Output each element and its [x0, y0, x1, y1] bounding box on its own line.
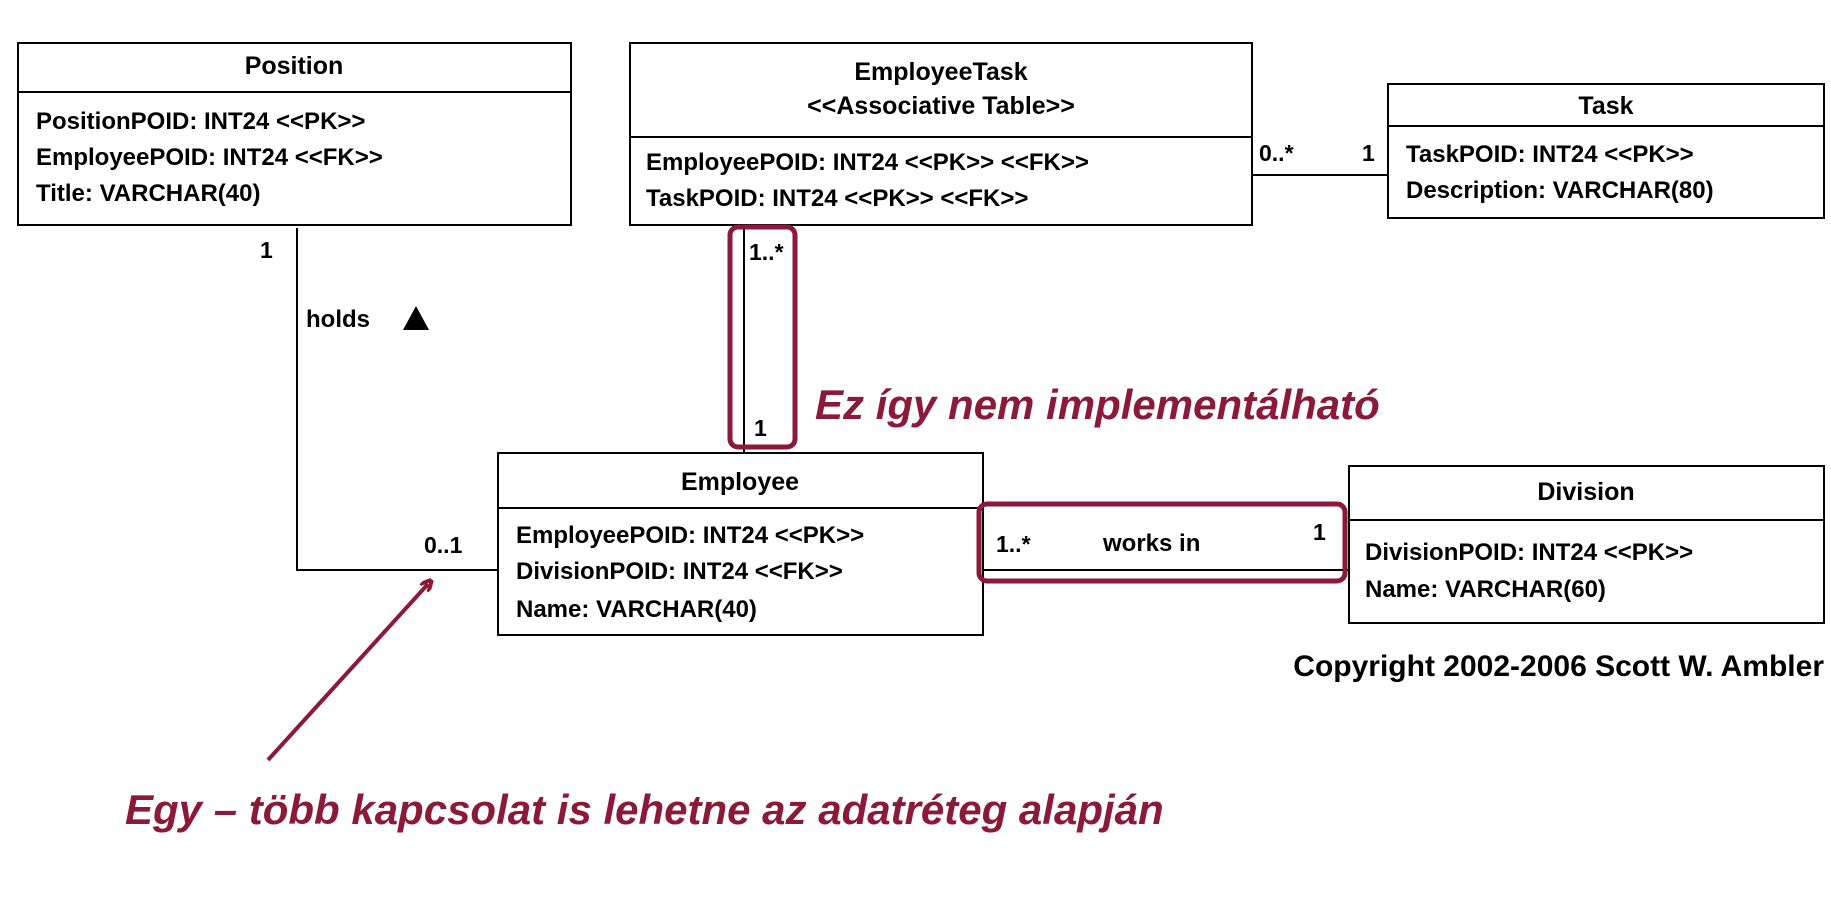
- holds-mult-position: 1: [260, 237, 273, 263]
- class-position-title: Position: [245, 52, 344, 80]
- class-position-attribute: EmployeePOID: INT24 <<FK>>: [36, 144, 383, 171]
- annotation-one-to-many: Egy – több kapcsolat is lehetne az adatr…: [125, 786, 1164, 833]
- class-employee-title: Employee: [681, 468, 799, 496]
- class-division: Division DivisionPOID: INT24 <<PK>> Name…: [1348, 465, 1825, 624]
- class-position-attribute: Title: VARCHAR(40): [36, 180, 260, 207]
- employee-task-employee-mult-bottom: 1: [754, 415, 767, 441]
- class-task: Task TaskPOID: INT24 <<PK>> Description:…: [1387, 83, 1825, 219]
- class-employee-attribute: Name: VARCHAR(40): [516, 596, 757, 623]
- works-in-mult-division: 1: [1313, 519, 1326, 545]
- annotation-arrow: [266, 584, 428, 762]
- class-employee-task: EmployeeTask <<Associative Table>> Emplo…: [629, 42, 1253, 226]
- highlight-works-in-association: [976, 501, 1348, 584]
- class-employee-box: [497, 452, 984, 636]
- employee-task-task-association: 0..* 1: [1252, 140, 1388, 176]
- class-division-attribute: DivisionPOID: INT24 <<PK>>: [1365, 539, 1693, 566]
- class-task-attribute: Description: VARCHAR(80): [1406, 177, 1714, 204]
- class-employee-task-stereotype: <<Associative Table>>: [807, 92, 1075, 120]
- class-division-title: Division: [1537, 478, 1634, 506]
- class-employee-task-attribute: EmployeePOID: INT24 <<PK>> <<FK>>: [646, 149, 1089, 176]
- holds-line: [296, 228, 498, 571]
- class-position-box: [17, 42, 572, 226]
- class-employee-task-box: [629, 42, 1253, 226]
- class-task-attribute: TaskPOID: INT24 <<PK>>: [1406, 141, 1694, 168]
- class-position-attribute: PositionPOID: INT24 <<PK>>: [36, 108, 365, 135]
- annotation-not-implementable: Ez így nem implementálható: [815, 381, 1380, 428]
- class-employee-task-title: EmployeeTask: [854, 58, 1027, 86]
- class-task-title: Task: [1578, 92, 1633, 120]
- works-in-label: works in: [1102, 530, 1200, 557]
- class-employee-attribute: EmployeePOID: INT24 <<PK>>: [516, 522, 864, 549]
- class-division-attribute: Name: VARCHAR(60): [1365, 576, 1606, 603]
- class-employee-task-attribute: TaskPOID: INT24 <<PK>> <<FK>>: [646, 185, 1028, 212]
- class-division-box: [1348, 465, 1825, 624]
- employee-task-task-mult-left: 0..*: [1259, 140, 1294, 166]
- employee-task-employee-association: 1..* 1: [743, 225, 784, 453]
- class-task-box: [1387, 83, 1825, 219]
- triangle-up-icon: [403, 306, 429, 330]
- works-in-mult-employee: 1..*: [996, 531, 1031, 557]
- class-position: Position PositionPOID: INT24 <<PK>> Empl…: [17, 42, 572, 226]
- holds-label: holds: [306, 306, 370, 333]
- holds-association: 1 holds 0..1: [260, 228, 498, 571]
- copyright-text: Copyright 2002-2006 Scott W. Ambler: [1293, 650, 1824, 683]
- works-in-association: 1..* works in 1: [983, 519, 1349, 571]
- class-employee: Employee EmployeePOID: INT24 <<PK>> Divi…: [497, 452, 984, 636]
- employee-task-task-mult-right: 1: [1362, 140, 1375, 166]
- holds-mult-employee: 0..1: [424, 532, 463, 558]
- employee-task-employee-mult-top: 1..*: [749, 239, 784, 265]
- class-employee-attribute: DivisionPOID: INT24 <<FK>>: [516, 558, 843, 585]
- highlight-vertical-association: [727, 224, 798, 450]
